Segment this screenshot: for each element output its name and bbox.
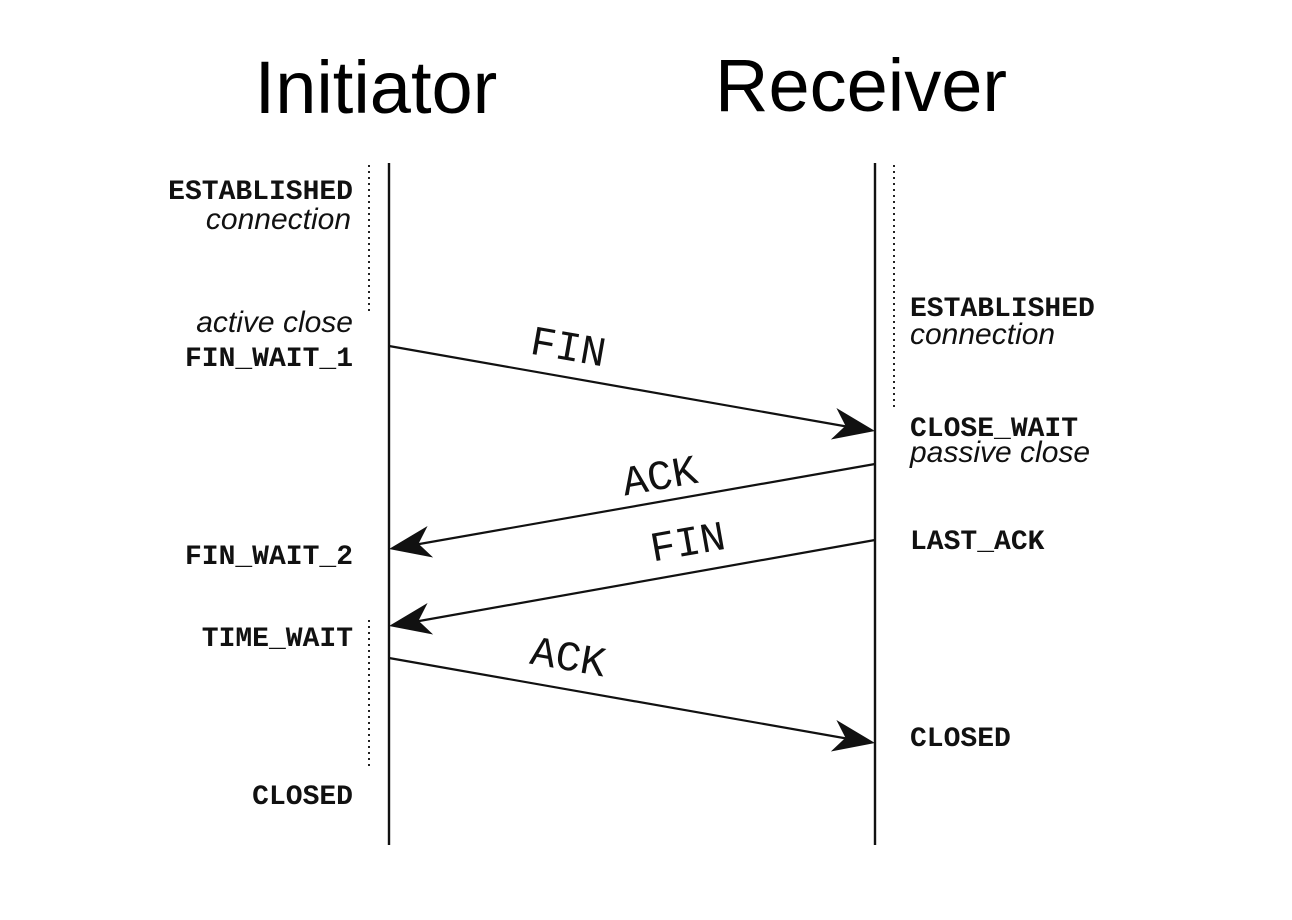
receiver-note-connection: connection — [910, 318, 1055, 351]
receiver-state-last-ack: LAST_ACK — [910, 527, 1045, 558]
message-ack-1: ACK — [389, 448, 876, 558]
initiator-state-time-wait: TIME_WAIT — [202, 624, 353, 655]
receiver-title: Receiver — [715, 44, 1007, 127]
message-fin-2: FIN — [389, 514, 876, 635]
receiver-state-closed: CLOSED — [910, 724, 1011, 755]
message-ack-1-label: ACK — [619, 448, 703, 509]
initiator-note-active-close: active close — [196, 306, 353, 339]
message-ack-1-arrowhead — [389, 525, 434, 558]
receiver-state-established: ESTABLISHED — [910, 294, 1095, 325]
message-fin-2-arrowhead — [389, 602, 434, 635]
message-ack-1-line — [407, 462, 876, 548]
receiver-note-passive-close: passive close — [909, 436, 1090, 469]
initiator-state-fin-wait-2: FIN_WAIT_2 — [185, 542, 353, 573]
message-ack-2-arrowhead — [830, 719, 875, 752]
initiator-state-established: ESTABLISHED — [168, 177, 353, 208]
message-fin-1-label: FIN — [527, 319, 610, 379]
initiator-title: Initiator — [255, 46, 498, 129]
initiator-state-fin-wait-1: FIN_WAIT_1 — [185, 344, 353, 375]
initiator-state-closed: CLOSED — [252, 782, 353, 813]
message-fin-2-label: FIN — [647, 514, 730, 574]
message-fin-2-line — [407, 538, 876, 625]
message-ack-2: ACK — [388, 629, 875, 752]
message-fin-1-arrowhead — [830, 407, 875, 440]
initiator-note-connection: connection — [206, 203, 351, 236]
message-fin-1: FIN — [388, 319, 875, 440]
receiver-state-close-wait: CLOSE_WAIT — [910, 414, 1078, 445]
message-ack-2-label: ACK — [527, 629, 611, 690]
message-ack-2-line — [388, 656, 856, 742]
message-fin-1-line — [388, 344, 856, 430]
